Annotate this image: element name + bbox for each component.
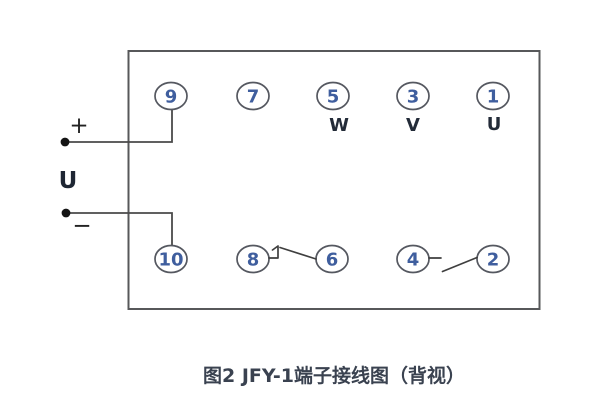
contact-8-6 [268,245,317,260]
contact-4-2 [428,256,478,273]
terminal-2-number: 2 [487,250,500,271]
terminal-10: 10 [154,244,188,274]
terminal-1-number: 1 [487,87,500,108]
positive-supply-wire [65,110,173,143]
relay-case-outline [127,50,541,310]
terminal-4-circle [396,244,430,274]
voltage-label: U [59,168,78,194]
minus-label: − [72,213,91,239]
terminal-8: 8 [236,244,270,274]
terminal-10-circle [154,244,188,274]
positive-terminal-dot [60,137,70,147]
terminal-7: 7 [236,81,270,111]
terminal-7-circle [236,81,270,111]
terminal-9: 9 [154,81,188,111]
terminal-9-circle [154,81,188,111]
terminal-8-number: 8 [247,250,260,271]
terminal-2: 2 [476,244,510,274]
terminal-5: 5 [316,81,350,111]
phase-label-v: V [406,115,420,136]
terminal-6-number: 6 [326,250,339,271]
negative-terminal-dot [61,208,71,218]
terminal-4: 4 [396,244,430,274]
negative-supply-wire [66,212,173,245]
terminal-3: 3 [396,81,430,111]
terminal-3-circle [396,81,430,111]
terminal-1-circle [476,81,510,111]
terminal-3-number: 3 [407,87,420,108]
terminal-9-number: 9 [165,87,178,108]
figure-caption: 图2 JFY-1端子接线图（背视） [203,365,465,387]
terminal-7-number: 7 [247,87,260,108]
terminal-10-number: 10 [158,250,183,271]
phase-label-u: U [487,114,502,135]
terminal-1: 1 [476,81,510,111]
terminal-5-circle [316,81,350,111]
phase-label-w: W [329,115,349,136]
terminal-2-circle [476,244,510,274]
terminal-6: 6 [315,244,349,274]
terminal-4-number: 4 [407,250,420,271]
terminal-8-circle [236,244,270,274]
plus-label: + [69,113,88,139]
terminal-5-number: 5 [327,87,340,108]
